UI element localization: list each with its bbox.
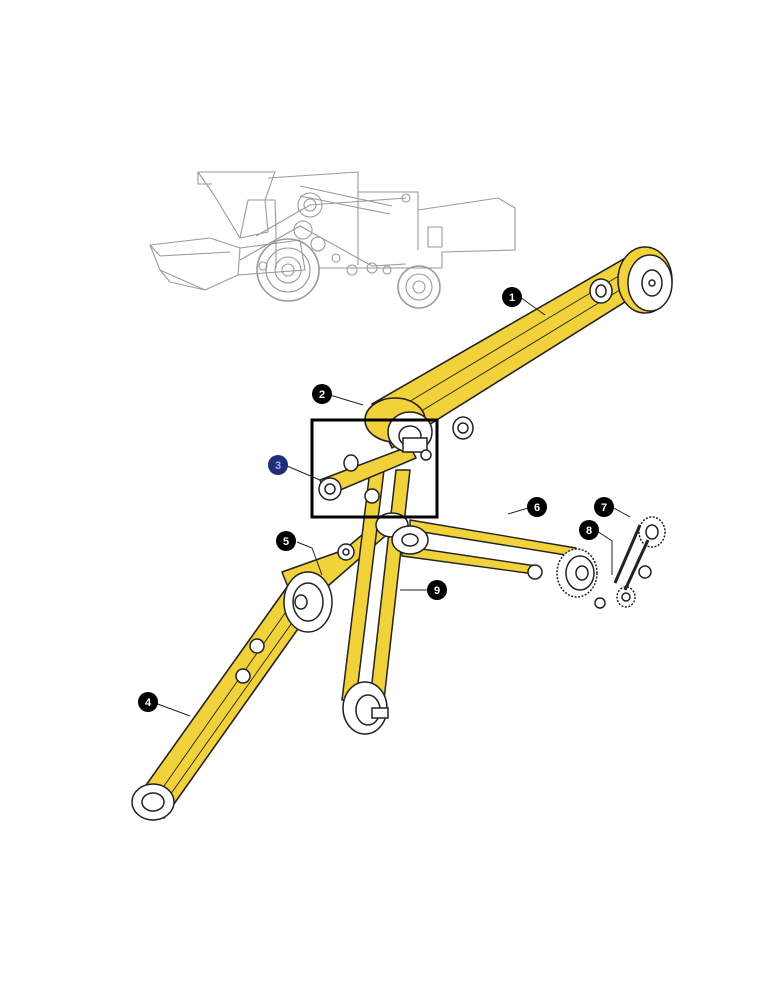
svg-text:1: 1 xyxy=(509,292,515,304)
intermediate-pulley xyxy=(283,571,333,633)
right-pulley-group xyxy=(556,516,666,609)
callout-9[interactable]: 9 xyxy=(427,580,447,600)
idler-pulley-left xyxy=(337,543,355,561)
leader-1 xyxy=(519,296,546,316)
leader-3 xyxy=(286,465,321,481)
bottom-pulley xyxy=(342,681,389,735)
leader-8 xyxy=(596,530,613,575)
svg-text:3: 3 xyxy=(275,460,281,472)
callout-4[interactable]: 4 xyxy=(138,692,158,712)
callout-6[interactable]: 6 xyxy=(527,497,547,517)
lower-left-pulley xyxy=(131,783,175,821)
svg-text:8: 8 xyxy=(586,525,592,537)
leader-2 xyxy=(329,394,364,406)
callout-3[interactable]: 3 xyxy=(268,455,288,475)
svg-text:2: 2 xyxy=(319,389,325,401)
idler-pulley-box xyxy=(318,454,380,504)
belt-9[interactable] xyxy=(341,469,411,701)
central-pulley xyxy=(387,411,433,461)
belt-6[interactable] xyxy=(401,519,577,575)
svg-text:9: 9 xyxy=(434,585,440,597)
callout-2[interactable]: 2 xyxy=(312,384,332,404)
idler-pulley-center-right xyxy=(452,416,474,440)
idler-pulleys-belt-4 xyxy=(235,638,265,684)
leader-5 xyxy=(296,541,323,576)
svg-text:5: 5 xyxy=(283,536,289,548)
svg-text:4: 4 xyxy=(145,697,152,709)
svg-text:6: 6 xyxy=(534,502,540,514)
idler-pulley-top xyxy=(589,278,613,304)
combine-harvester-icon xyxy=(149,171,516,309)
highlight-frame xyxy=(310,418,439,519)
lower-central-pulley xyxy=(375,512,429,555)
svg-text:7: 7 xyxy=(601,502,607,514)
upper-right-pulley xyxy=(617,246,673,314)
callout-8[interactable]: 8 xyxy=(579,520,599,540)
leader-7 xyxy=(611,506,631,518)
idler-pulley-right xyxy=(527,564,543,580)
leader-4 xyxy=(154,702,191,717)
callout-5[interactable]: 5 xyxy=(276,531,296,551)
callout-7[interactable]: 7 xyxy=(594,497,614,517)
callout-1[interactable]: 1 xyxy=(502,287,522,307)
leader-6 xyxy=(507,507,529,515)
